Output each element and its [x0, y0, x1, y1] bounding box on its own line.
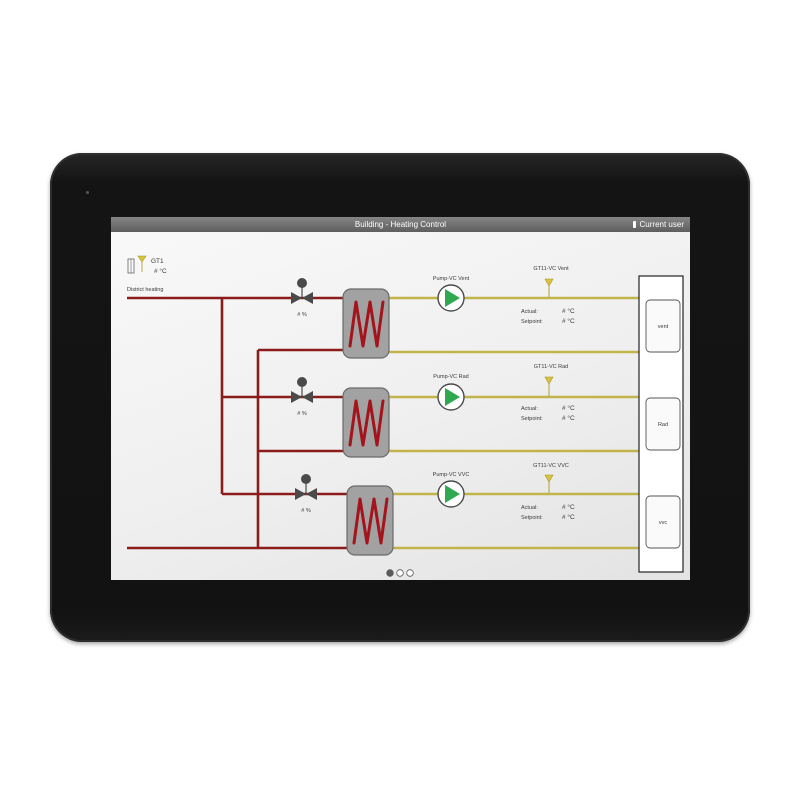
actual-label: Actual:	[521, 309, 538, 315]
control-valve[interactable]	[295, 474, 317, 500]
pump-direction-icon	[445, 388, 460, 406]
temperature-sensor[interactable]	[544, 376, 554, 396]
page-dot[interactable]	[396, 569, 404, 577]
load-box	[645, 397, 681, 451]
district-heating-label: District heating	[127, 287, 163, 293]
heat-exchanger[interactable]	[342, 387, 390, 458]
pump[interactable]	[437, 480, 465, 508]
setpoint-value[interactable]: # °C	[562, 317, 575, 325]
pump-direction-icon	[445, 289, 460, 307]
valve-actuator-icon	[297, 377, 307, 387]
district-sensor-value: # °C	[154, 267, 167, 275]
current-user-label: Current user	[639, 220, 684, 229]
heat-exchanger-coil	[352, 497, 389, 545]
sensor-label: GT11-VC VVC	[533, 463, 569, 469]
current-user-button[interactable]: Current user	[632, 217, 684, 232]
page-title: Building - Heating Control	[354, 220, 447, 229]
load-label: vvc	[659, 520, 668, 526]
setpoint-label: Setpoint:	[521, 416, 543, 422]
control-valve-icon	[302, 292, 313, 304]
page-dot-active[interactable]	[386, 569, 394, 577]
heat-exchanger-coil	[348, 300, 385, 348]
pump-label: Pump-VC VVC	[433, 472, 470, 478]
actual-label: Actual:	[521, 406, 538, 412]
pump-direction-icon	[445, 485, 460, 503]
actual-label: Actual:	[521, 505, 538, 511]
circuit-rad: # % Pump-VC Rad GT11-VC Rad Actual: # °C…	[291, 364, 575, 458]
circuit-vent: # % Pump-VC Vent GT11-VC Vent Actual: # …	[291, 266, 575, 359]
actual-value: # °C	[562, 503, 575, 511]
actual-value: # °C	[562, 404, 575, 412]
control-valve[interactable]	[291, 278, 313, 304]
page-dot[interactable]	[406, 569, 414, 577]
hmi-screen: Building - Heating Control Current user	[111, 217, 690, 580]
control-valve-icon	[291, 391, 302, 403]
heat-exchanger[interactable]	[342, 288, 390, 359]
pump-label: Pump-VC Rad	[433, 374, 468, 380]
load-vvc[interactable]: vvc	[645, 495, 681, 549]
load-panel: vent Rad vvc	[638, 275, 684, 573]
valve-value: # %	[301, 508, 311, 514]
district-sensor-name: GT1	[151, 258, 164, 265]
load-label: vent	[658, 324, 669, 330]
primary-pipes	[127, 296, 347, 550]
pump-label: Pump-VC Vent	[433, 276, 470, 282]
actual-value: # °C	[562, 307, 575, 315]
control-valve-icon	[302, 391, 313, 403]
load-box	[645, 299, 681, 353]
control-valve[interactable]	[291, 377, 313, 403]
pump[interactable]	[437, 383, 465, 411]
control-valve-icon	[306, 488, 317, 500]
user-icon	[632, 221, 636, 228]
title-bar: Building - Heating Control Current user	[111, 217, 690, 232]
setpoint-label: Setpoint:	[521, 319, 543, 325]
temperature-sensor-icon	[544, 376, 554, 385]
control-valve-icon	[295, 488, 306, 500]
temperature-sensor[interactable]	[544, 278, 554, 297]
load-rad[interactable]: Rad	[645, 397, 681, 451]
load-box	[645, 495, 681, 549]
valve-actuator-icon	[301, 474, 311, 484]
heat-exchanger-coil	[348, 399, 385, 447]
status-led	[86, 191, 89, 194]
temperature-sensor[interactable]	[544, 474, 554, 493]
valve-value: # %	[297, 312, 307, 318]
valve-value: # %	[297, 411, 307, 417]
load-label: Rad	[658, 422, 668, 428]
setpoint-value[interactable]: # °C	[562, 414, 575, 422]
secondary-pipes	[389, 296, 640, 550]
sensor-label: GT11-VC Vent	[533, 266, 569, 272]
circuit-vvc: # % Pump-VC VVC GT11-VC VVC Actual: # °C…	[295, 463, 575, 556]
page-indicator	[386, 569, 414, 577]
setpoint-value[interactable]: # °C	[562, 513, 575, 521]
valve-actuator-icon	[297, 278, 307, 288]
temperature-sensor-icon	[544, 474, 554, 483]
setpoint-label: Setpoint:	[521, 515, 543, 521]
load-vent[interactable]: vent	[645, 299, 681, 353]
sensor-label: GT11-VC Rad	[534, 364, 568, 370]
temperature-sensor-icon	[544, 278, 554, 287]
control-valve-icon	[291, 292, 302, 304]
heat-exchanger[interactable]	[346, 485, 394, 556]
district-sensor[interactable]: GT1 # °C	[127, 255, 167, 275]
temperature-sensor-icon	[137, 255, 147, 263]
pump[interactable]	[437, 284, 465, 312]
